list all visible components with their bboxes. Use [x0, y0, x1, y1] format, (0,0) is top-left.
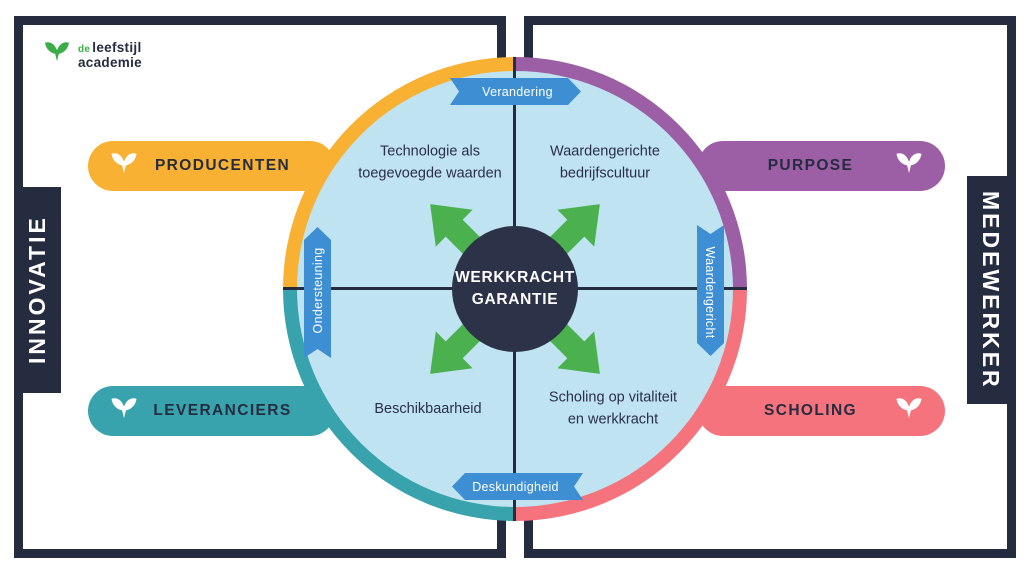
- innovatie-vertical-label: INNOVATIE: [14, 187, 61, 393]
- center-title-line2: GARANTIE: [471, 291, 559, 308]
- logo-bird-icon: [42, 40, 72, 64]
- logo-name-line1: leefstijl: [92, 40, 142, 55]
- center-circle: WERKKRACHT GARANTIE: [452, 226, 578, 352]
- pill-leveranciers-label: LEVERANCIERS: [153, 402, 292, 419]
- ribbon-verandering: Verandering: [450, 78, 581, 105]
- bird-icon: [108, 151, 140, 181]
- model-circle: Technologie als toegevoegde waarden Waar…: [283, 57, 747, 521]
- medewerker-vertical-label: MEDEWERKER: [967, 176, 1014, 404]
- pill-producenten: PRODUCENTEN: [88, 141, 335, 191]
- bird-icon: [108, 396, 140, 426]
- bird-icon: [893, 151, 925, 181]
- bird-icon: [893, 396, 925, 426]
- pill-scholing-label: SCHOLING: [763, 402, 857, 419]
- pill-purpose-label: PURPOSE: [767, 157, 854, 174]
- pill-leveranciers: LEVERANCIERS: [88, 386, 335, 436]
- logo-name-line2: academie: [78, 55, 142, 71]
- ribbon-waardengericht: Waardengericht: [697, 225, 724, 356]
- pill-producenten-label: PRODUCENTEN: [154, 157, 291, 174]
- center-title-line1: WERKKRACHT: [455, 268, 575, 286]
- pill-purpose: PURPOSE: [698, 141, 945, 191]
- quadrant-label-top-left: Technologie als toegevoegde waarden: [358, 143, 502, 182]
- quadrant-label-bottom-right: Scholing op vitaliteit en werkkracht: [548, 389, 678, 428]
- quadrant-label-bottom-left: Beschikbaarheid: [374, 400, 482, 417]
- logo-prefix: de: [78, 44, 91, 55]
- quadrant-label-top-right: Waardengerichte bedrijfscultuur: [550, 143, 660, 182]
- pill-scholing: SCHOLING: [698, 386, 945, 436]
- ribbon-deskundigheid: Deskundigheid: [452, 473, 583, 500]
- ribbon-ondersteuning: Ondersteuning: [304, 227, 331, 358]
